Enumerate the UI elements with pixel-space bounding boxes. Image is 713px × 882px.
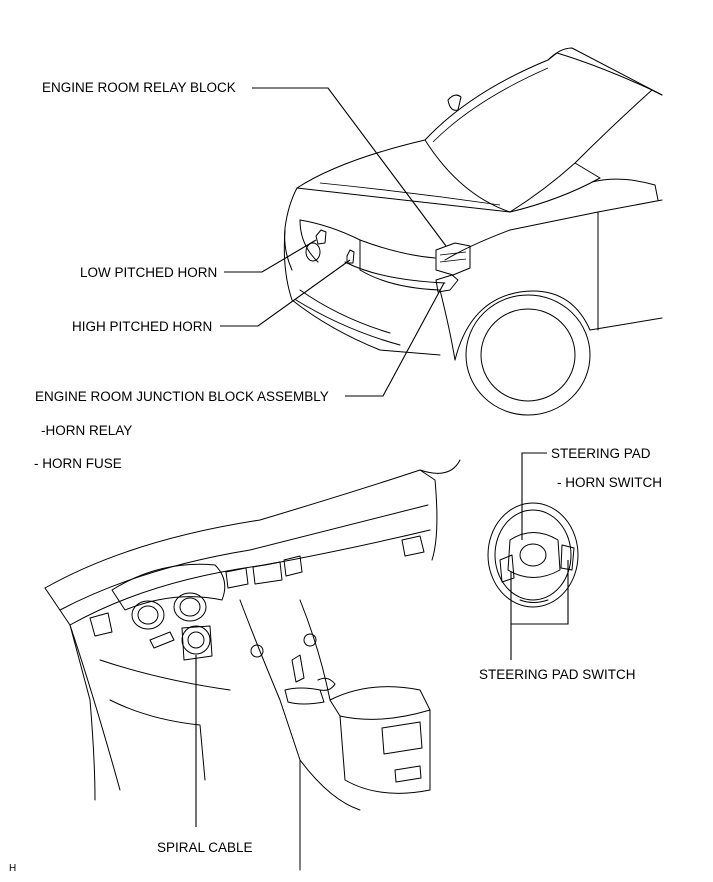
leader-lines-car xyxy=(220,87,447,397)
label-steering-pad: STEERING PAD xyxy=(551,446,651,461)
car-illustration xyxy=(283,47,663,416)
label-horn-fuse: - HORN FUSE xyxy=(34,456,122,471)
label-engine-room-relay-block: ENGINE ROOM RELAY BLOCK xyxy=(42,80,236,95)
label-spiral-cable: SPIRAL CABLE xyxy=(157,840,253,855)
label-high-pitched-horn: HIGH PITCHED HORN xyxy=(72,319,213,334)
label-horn-relay: -HORN RELAY xyxy=(41,423,133,438)
label-engine-room-junction-block: ENGINE ROOM JUNCTION BLOCK ASSEMBLY xyxy=(35,389,329,404)
label-steering-pad-switch: STEERING PAD SWITCH xyxy=(479,667,636,682)
label-low-pitched-horn: LOW PITCHED HORN xyxy=(80,265,218,280)
label-horn-switch: - HORN SWITCH xyxy=(557,475,662,490)
dashboard-illustration xyxy=(44,459,461,871)
corner-mark: H xyxy=(9,863,17,874)
steering-wheel-illustration xyxy=(487,502,579,608)
leader-lines-interior xyxy=(195,452,569,827)
